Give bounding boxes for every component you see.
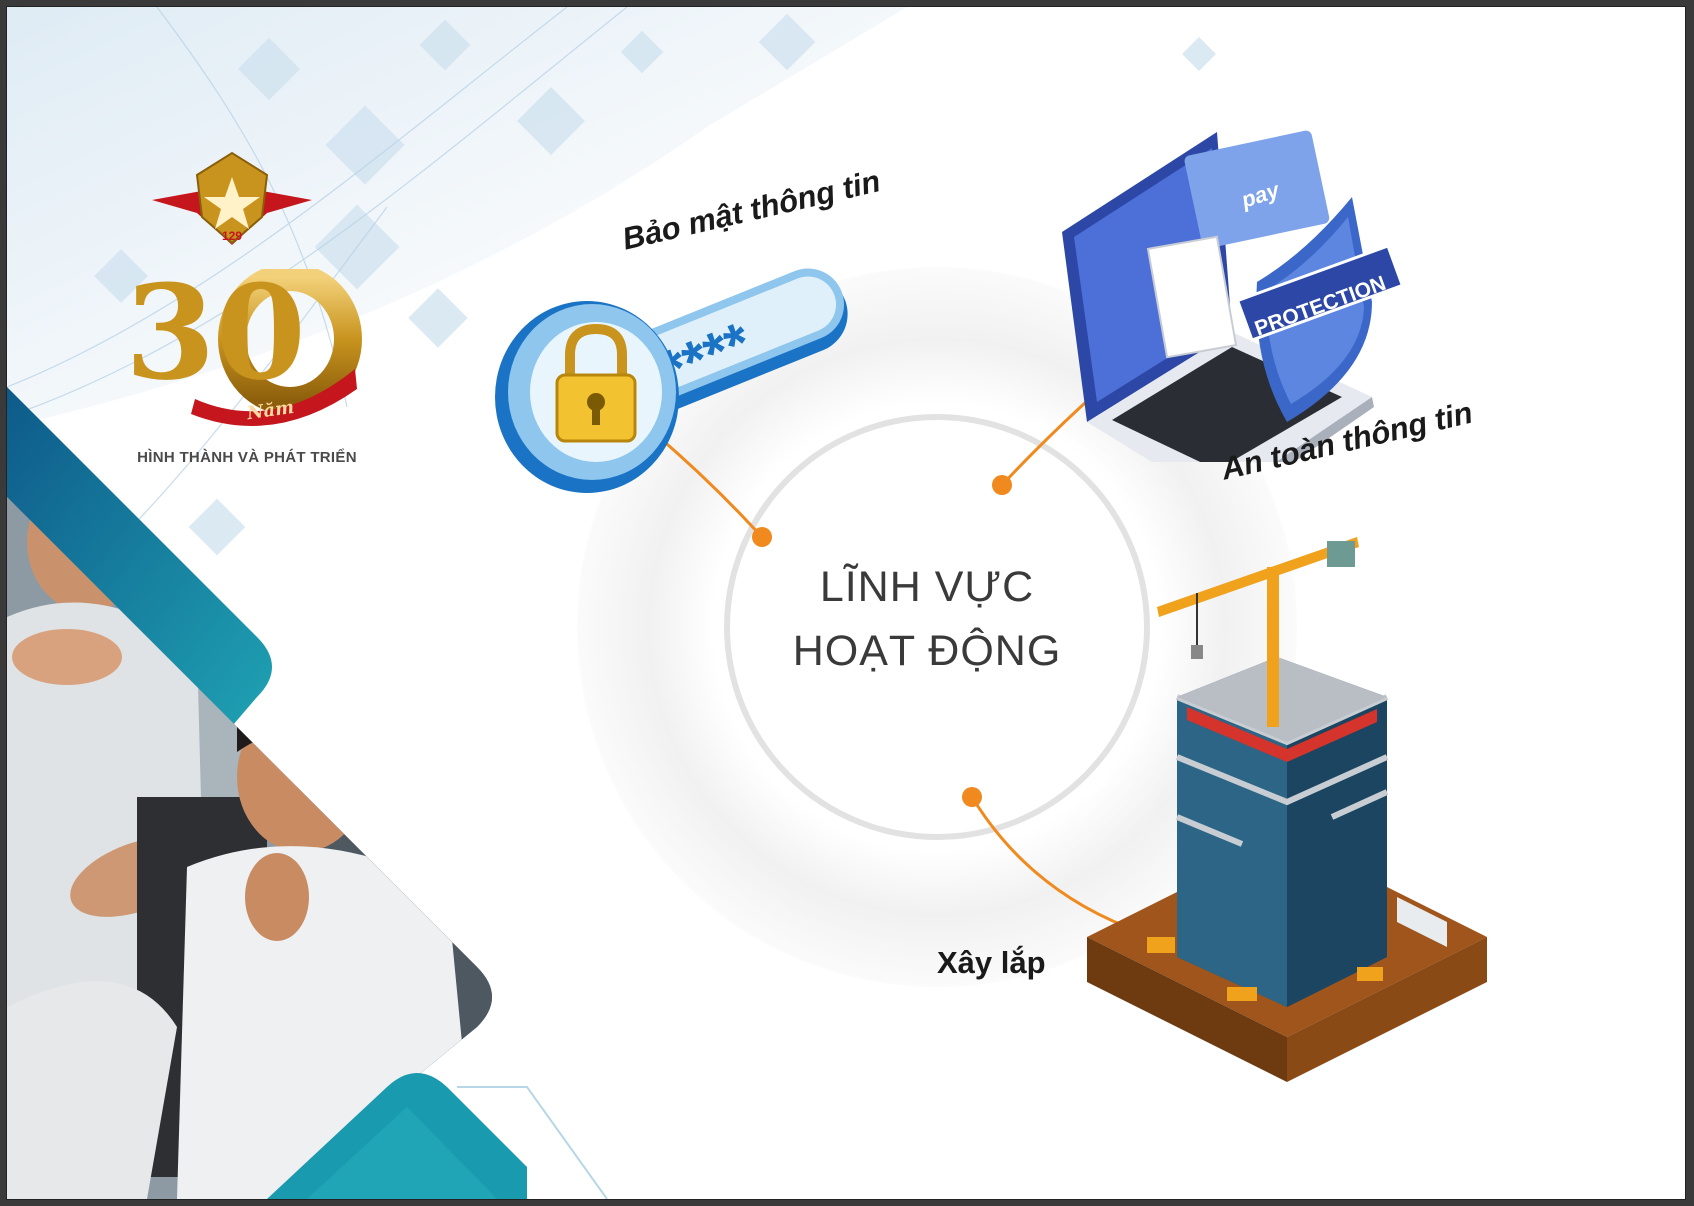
anniversary-number: 30 [125, 256, 306, 409]
center-title: LĨNH VỰC HOẠT ĐỘNG [697, 555, 1157, 683]
connector-dot-xay-lap [962, 787, 982, 807]
center-title-line2: HOẠT ĐỘNG [792, 627, 1062, 675]
password-lock-icon: **** [495, 268, 848, 493]
anniversary-subtitle: HÌNH THÀNH VÀ PHÁT TRIỂN [137, 449, 357, 466]
connector-dot-bao-mat [752, 527, 772, 547]
emblem-logo: 129 [152, 151, 312, 245]
emblem-number: 129 [222, 229, 242, 243]
laptop-protection-icon: pay PROTECTION [1062, 130, 1402, 462]
center-title-line1: LĨNH VỰC [819, 563, 1035, 611]
page: 129 30 Năm HÌNH THÀNH VÀ PHÁT TRIỂN [6, 6, 1686, 1200]
field-label-xay-lap: Xây lắp [937, 945, 1046, 980]
anniversary-logo: 30 [125, 263, 375, 439]
construction-building-icon [1087, 537, 1487, 1082]
connector-dot-an-toan [992, 475, 1012, 495]
team-photo-panel [7, 387, 527, 1199]
